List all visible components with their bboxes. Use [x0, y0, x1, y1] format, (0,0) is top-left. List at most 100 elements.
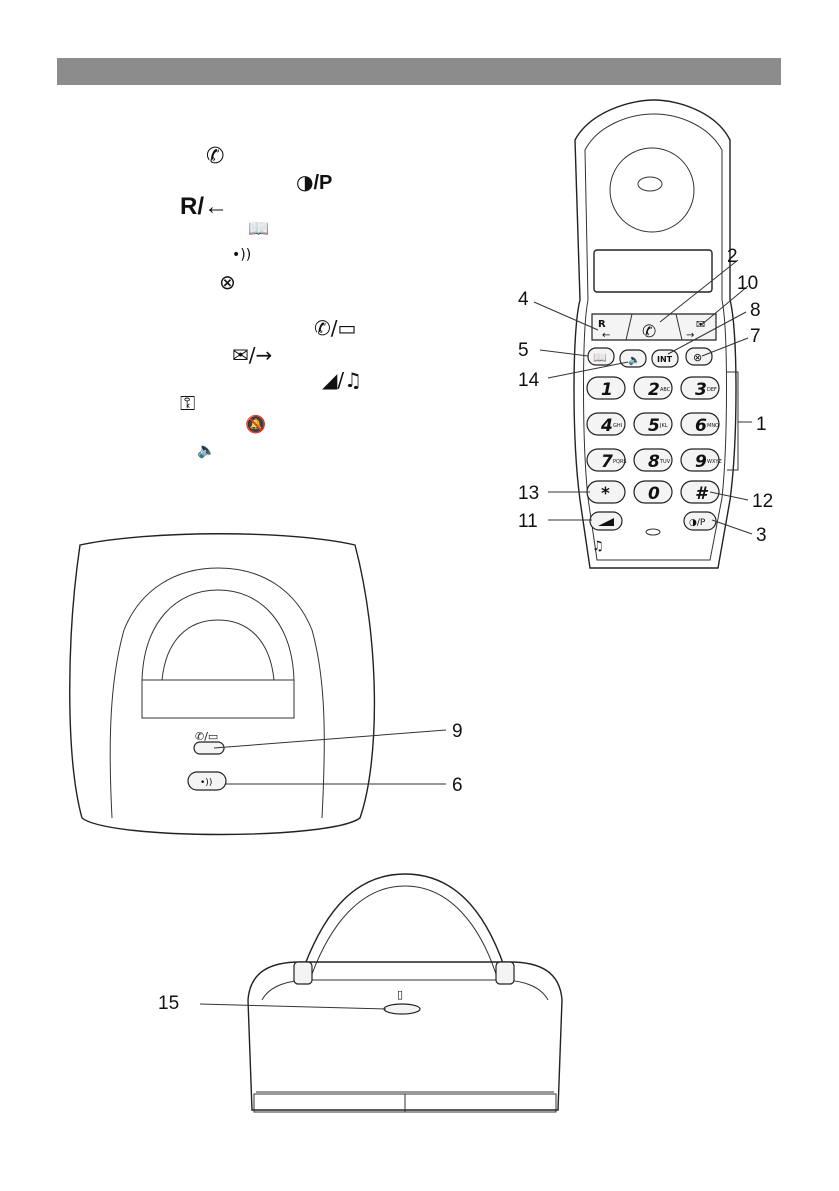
- callout-13: 13: [518, 483, 539, 504]
- key-digit-label: 7: [601, 452, 613, 472]
- callout-3: 3: [756, 525, 767, 546]
- key-digit-label: 3: [695, 380, 707, 400]
- key-letters-label: DEF: [707, 387, 717, 393]
- base-station: ✆/▭ •)): [69, 533, 376, 836]
- phonebook-key[interactable]: [587, 347, 615, 366]
- melody-label: /♫: [337, 368, 363, 392]
- callout-15: 15: [158, 993, 179, 1014]
- callout-14: 14: [518, 370, 540, 391]
- power-key-label: ◑/P: [689, 518, 706, 528]
- key-8[interactable]: [633, 448, 673, 472]
- recall-back-icon: R/←: [180, 193, 228, 220]
- key-digit-label: 8: [648, 452, 660, 472]
- key-letters-label: ABC: [660, 387, 671, 393]
- paging-button-icon: •)): [200, 778, 212, 788]
- key-6[interactable]: [680, 412, 720, 436]
- power-program-icon: ◑/P: [296, 172, 332, 193]
- forward-key-arrow: →: [686, 330, 694, 341]
- callout-12: 12: [752, 491, 773, 512]
- callout-6: 6: [452, 775, 463, 796]
- earpiece: [609, 147, 695, 233]
- volume-glyph: ◢: [322, 368, 338, 392]
- volume-key-icon: [598, 518, 614, 526]
- charger-hook-left: [293, 961, 313, 985]
- key-digit-label: 2: [648, 380, 660, 400]
- talk-key-icon: ✆: [642, 322, 656, 342]
- key-letters-label: WXYZ: [707, 459, 722, 465]
- intercom-key-label: INT: [657, 355, 673, 364]
- volume-key[interactable]: [589, 511, 623, 531]
- charger-hook-right: [495, 961, 515, 985]
- speaker-key-icon: 🔈: [628, 355, 640, 366]
- callout-7: 7: [750, 326, 761, 347]
- page-icon: •)): [232, 247, 252, 263]
- key-5[interactable]: [633, 412, 673, 436]
- key-digit-label: 6: [695, 416, 707, 436]
- base-leader-lines: [213, 729, 447, 785]
- forward-label: /→: [248, 343, 273, 367]
- callout-11: 11: [518, 511, 538, 532]
- key-letters-label: MNO: [707, 423, 719, 429]
- callout-5: 5: [518, 340, 529, 361]
- message-key-icon: ✉: [696, 318, 705, 331]
- key-digit-label: 1: [601, 380, 613, 400]
- intercom-mute-key-icon: ⊗: [693, 351, 702, 364]
- key-digit-label: 4: [600, 416, 613, 436]
- key-3[interactable]: [680, 376, 720, 400]
- callout-10: 10: [737, 273, 758, 294]
- key-9[interactable]: [680, 448, 720, 472]
- callout-1: 1: [756, 414, 767, 435]
- callout-8: 8: [750, 300, 761, 321]
- callout-9: 9: [452, 721, 463, 742]
- key-digit-label: *: [601, 484, 610, 504]
- battery-label: /▭: [330, 316, 357, 340]
- microphone: [645, 528, 661, 536]
- volume-melody-icon: ◢/♫: [322, 370, 362, 390]
- intercom-mute-icon: ⊗: [219, 270, 236, 294]
- recall-key-arrow: ←: [602, 330, 610, 341]
- intercom-key[interactable]: [651, 349, 679, 368]
- power-glyph: ◑: [296, 170, 314, 194]
- intercom-mute-key[interactable]: [685, 347, 713, 366]
- key-letters-label: PQRS: [613, 459, 627, 465]
- charge-indicator-icon: ▯: [397, 988, 403, 1001]
- key-letters-label: JKL: [659, 423, 668, 429]
- key-7[interactable]: [586, 448, 626, 472]
- paging-button[interactable]: [187, 771, 227, 791]
- handset-leader-lines: [533, 259, 753, 535]
- ringer-off-icon: 🔕: [245, 415, 267, 435]
- callout-2: 2: [727, 246, 738, 267]
- recall-key-label: R: [598, 319, 606, 330]
- program-label: /P: [313, 172, 333, 194]
- key-letters-label: GHI: [613, 423, 622, 429]
- key-digit-label: 0: [648, 484, 660, 504]
- key-4[interactable]: [586, 412, 626, 436]
- charge-led-icon: ✆/▭: [195, 730, 218, 743]
- key-lock-icon: ⚿: [180, 391, 196, 415]
- display-window: [593, 249, 713, 293]
- talk-battery-icon: ✆/▭: [314, 318, 356, 338]
- phonebook-icon: 📖: [248, 219, 270, 239]
- talk-icon: ✆: [206, 144, 225, 169]
- key-letters-label: TUV: [659, 459, 671, 465]
- key-2[interactable]: [633, 376, 673, 400]
- key-0[interactable]: [633, 480, 673, 504]
- melody-icon: ♫: [592, 539, 604, 554]
- charger-led: [383, 1003, 421, 1015]
- message-forward-icon: ✉/→: [232, 345, 272, 365]
- key-digit-label: 9: [695, 452, 707, 472]
- header-bar: [57, 58, 781, 85]
- talk-glyph: ✆: [314, 316, 331, 340]
- message-glyph: ✉: [232, 343, 249, 367]
- charger-leader-line: [199, 1003, 387, 1010]
- charger-unit: ▯: [247, 873, 563, 1113]
- key-digit-label: #: [695, 484, 709, 504]
- key-1[interactable]: [586, 376, 626, 400]
- phonebook-key-icon: 📖: [593, 351, 607, 364]
- speaker-icon: 🔈: [197, 441, 216, 459]
- key-hash[interactable]: [680, 480, 720, 504]
- key-digit-label: 5: [648, 416, 660, 436]
